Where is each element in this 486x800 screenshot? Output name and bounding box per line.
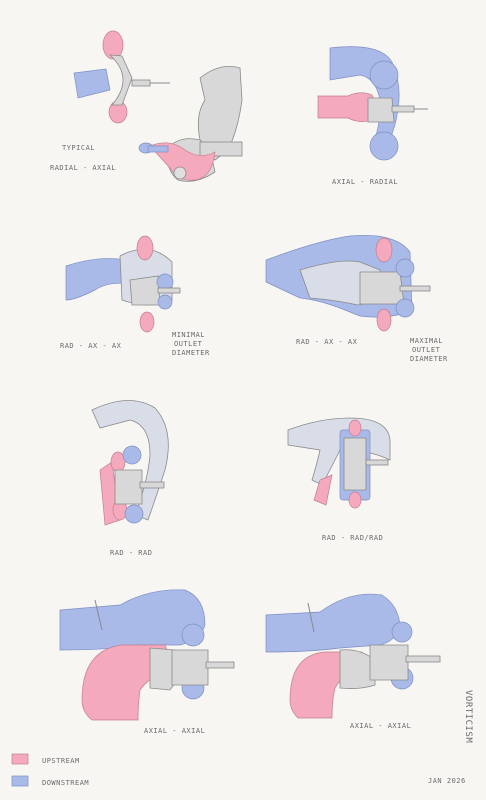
panel-rad-rad-rad xyxy=(287,417,391,509)
label-rad-rad-rad: RAD - RAD/RAD xyxy=(322,534,383,542)
label-minimal-diameter: DIAMETER xyxy=(172,349,210,357)
downstream-lobe-2 xyxy=(157,294,173,310)
label-minimal-outlet: OUTLET xyxy=(174,340,203,348)
label-rad-ax-ax-1: RAD - AX - AX xyxy=(60,342,122,350)
downstream-outlet-pipe xyxy=(59,589,206,651)
rotor-stack xyxy=(359,271,405,305)
rotor-stack xyxy=(343,437,367,491)
panel-radial-axial xyxy=(73,30,170,124)
shaft xyxy=(391,105,415,113)
panel-rad-rad xyxy=(91,400,169,526)
downstream-lobe-bottom xyxy=(124,504,144,524)
label-maximal: MAXIMAL xyxy=(410,337,443,345)
downstream-volute-casing xyxy=(91,400,169,521)
label-minimal: MINIMAL xyxy=(172,331,205,339)
label-rad-rad: RAD - RAD xyxy=(110,549,152,557)
upstream-bottom xyxy=(348,491,362,509)
machine-frame xyxy=(199,141,243,157)
label-axial-radial: AXIAL - RADIAL xyxy=(332,178,398,186)
shaft xyxy=(405,655,441,663)
legend-upstream-label: UPSTREAM xyxy=(42,757,80,765)
downstream-lobe-top xyxy=(181,623,205,647)
panel-axial-radial xyxy=(317,46,428,161)
probe xyxy=(307,602,315,633)
downstream-outlet xyxy=(73,68,111,99)
casing xyxy=(287,417,391,486)
legend-downstream-label: DOWNSTREAM xyxy=(42,779,89,787)
upstream-top xyxy=(375,237,393,263)
shaft xyxy=(399,285,431,292)
panel-rad-ax-ax-minimal xyxy=(65,235,181,333)
label-typical: TYPICAL xyxy=(62,144,95,152)
downstream-lobe-top xyxy=(391,621,413,643)
label-rad-ax-ax-2: RAD - AX - AX xyxy=(296,338,358,346)
panel-rad-ax-ax-maximal xyxy=(265,235,431,332)
rotor xyxy=(114,469,143,505)
shaft xyxy=(131,79,151,87)
rotor-stack xyxy=(129,275,161,306)
downstream-outlet-pipe xyxy=(265,593,401,653)
legend: UPSTREAM DOWNSTREAM xyxy=(11,753,89,787)
legend-downstream-swatch xyxy=(11,775,29,787)
upstream-top xyxy=(348,419,362,437)
rotor-housing xyxy=(369,644,409,681)
signature: VORTICISM xyxy=(463,690,473,743)
transition-cone xyxy=(339,649,376,689)
label-maximal-diameter: DIAMETER xyxy=(410,355,448,363)
label-radial-axial: RADIAL - AXIAL xyxy=(50,164,116,172)
machine-housing xyxy=(197,65,243,161)
wheel xyxy=(173,166,187,180)
shaft xyxy=(139,481,165,489)
upstream-bottom xyxy=(139,311,155,333)
downstream-lobe-2 xyxy=(395,298,415,318)
panel-axial-axial-left xyxy=(59,589,235,721)
downstream-pipe xyxy=(147,145,169,153)
upstream-pipe xyxy=(313,474,333,506)
downstream-lobe-top xyxy=(369,60,399,90)
downstream-inlet-pipe xyxy=(65,258,136,301)
rotor-housing xyxy=(171,649,209,686)
date-stamp: JAN 2026 xyxy=(428,777,466,785)
shaft xyxy=(205,661,235,669)
label-axial-axial-2: AXIAL - AXIAL xyxy=(350,722,411,730)
upstream-top xyxy=(136,235,154,261)
volute-casing xyxy=(108,54,133,106)
downstream-lobe-bottom xyxy=(369,131,399,161)
panel-axial-axial-right xyxy=(265,593,441,719)
legend-upstream-swatch xyxy=(11,753,29,765)
downstream-lobe-1 xyxy=(395,258,415,278)
upstream-inlet-top xyxy=(102,30,124,60)
label-maximal-outlet: OUTLET xyxy=(412,346,441,354)
rotor-housing xyxy=(367,97,395,123)
probe xyxy=(94,599,103,631)
shaft xyxy=(157,287,181,294)
panel-3d-machine-sketch xyxy=(138,65,243,182)
shaft xyxy=(365,459,389,466)
label-axial-axial-1: AXIAL - AXIAL xyxy=(144,727,205,735)
downstream-lobe-top xyxy=(122,445,142,465)
upstream-bottom xyxy=(376,308,392,332)
